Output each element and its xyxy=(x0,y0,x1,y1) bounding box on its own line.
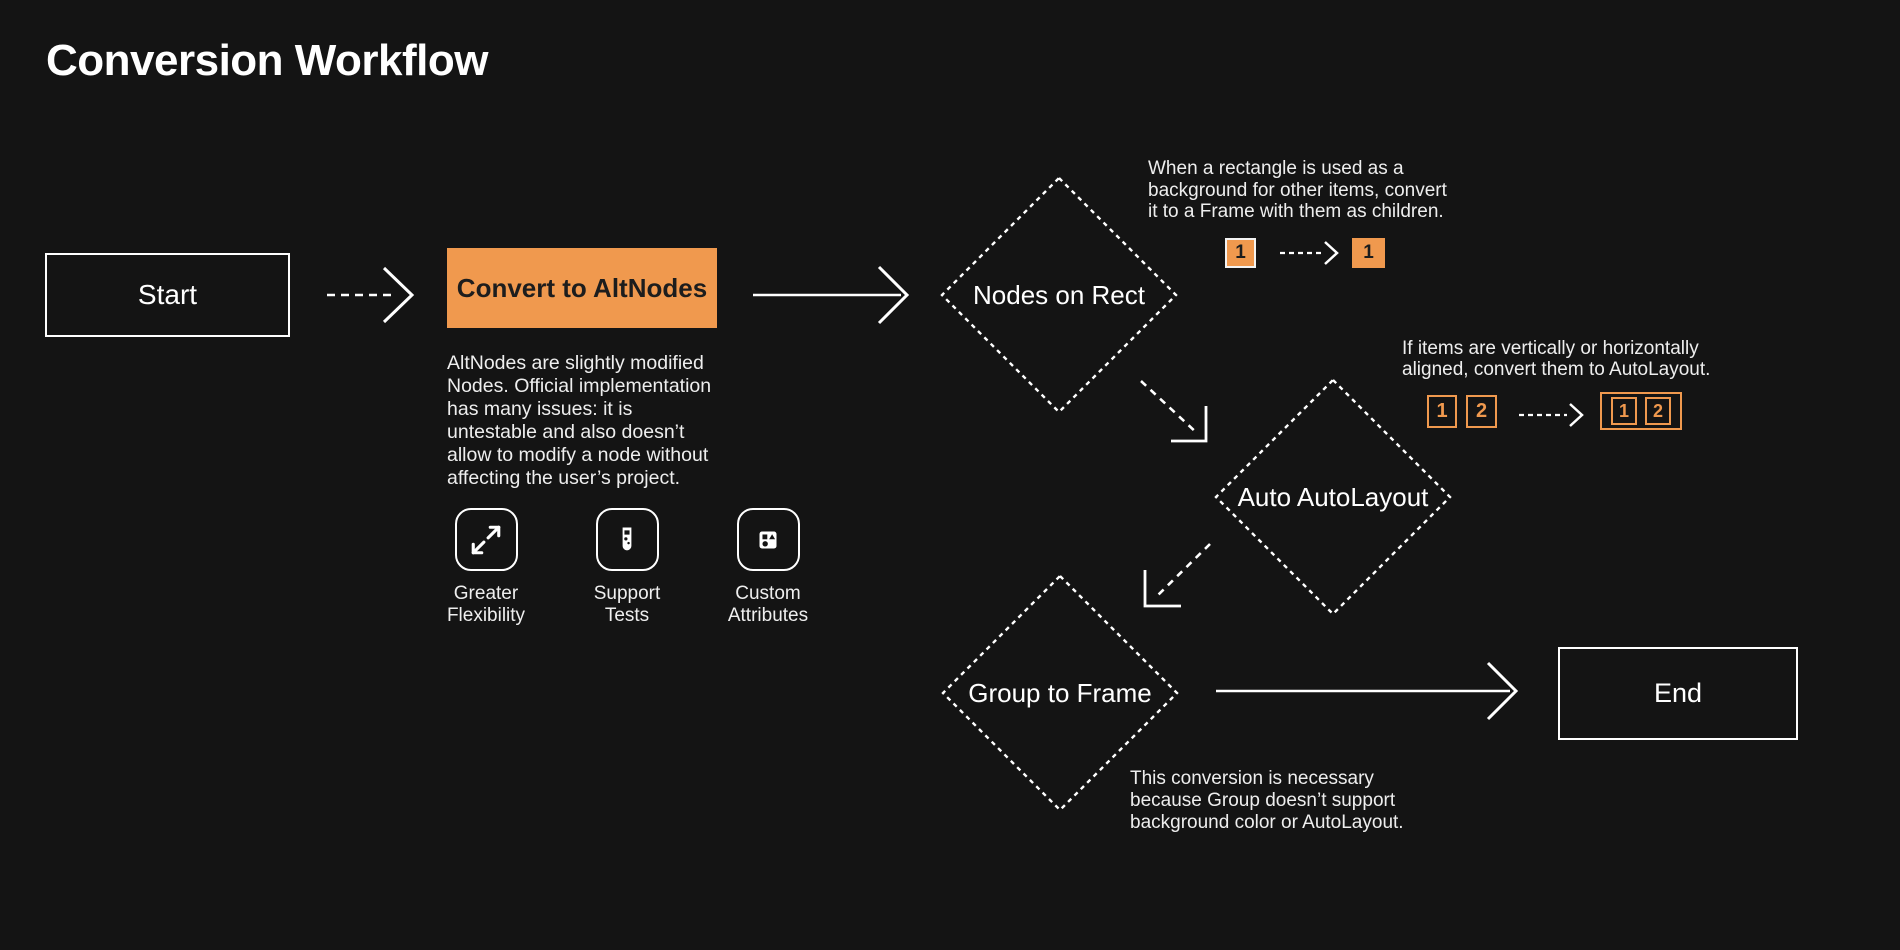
auto-autolayout-note: If items are vertically or horizontally … xyxy=(1402,338,1711,380)
autolayout-example-child-1: 1 xyxy=(1611,397,1637,425)
feature-label: Custom Attributes xyxy=(727,583,809,626)
autolayout-example-child-2: 2 xyxy=(1645,397,1671,425)
auto-autolayout-node[interactable]: Auto AutoLayout xyxy=(1237,482,1429,512)
altnodes-description: AltNodes are slightly modified Nodes. Of… xyxy=(447,352,712,489)
altnodes-feature-list: Greater Flexibility Support Tests xyxy=(431,508,823,627)
autolayout-example-item-2: 2 xyxy=(1466,395,1497,428)
autolayout-example-item-1: 1 xyxy=(1427,395,1457,428)
arrow-nodes-on-rect-to-auto-autolayout xyxy=(1140,380,1208,443)
convert-to-altnodes-node[interactable]: Convert to AltNodes xyxy=(447,248,717,328)
nodes-on-rect-node[interactable]: Nodes on Rect xyxy=(973,280,1145,310)
group-to-frame-note: This conversion is necessary because Gro… xyxy=(1130,768,1404,833)
feature-greater-flexibility: Greater Flexibility xyxy=(431,508,541,627)
end-node[interactable]: End xyxy=(1558,647,1798,740)
arrow-rect-example xyxy=(1280,241,1339,265)
rect-example-after-box: 1 xyxy=(1352,238,1385,268)
feature-label: Greater Flexibility xyxy=(446,583,526,626)
rect-example-before-box: 1 xyxy=(1225,238,1256,268)
autolayout-example-container: 1 2 xyxy=(1600,392,1682,430)
shapes-icon xyxy=(736,508,800,571)
arrow-convert-to-nodes-on-rect xyxy=(753,265,910,325)
feature-support-tests: Support Tests xyxy=(572,508,682,627)
test-tube-icon xyxy=(595,508,659,571)
feature-label: Support Tests xyxy=(593,583,661,626)
arrow-start-to-convert xyxy=(327,266,415,324)
arrow-autolayout-example xyxy=(1519,403,1584,427)
feature-custom-attributes: Custom Attributes xyxy=(713,508,823,627)
start-node[interactable]: Start xyxy=(45,253,290,337)
start-node-label: Start xyxy=(137,279,198,310)
arrow-auto-autolayout-to-group-to-frame xyxy=(1143,543,1211,608)
expand-arrows-icon xyxy=(454,508,518,571)
page-title: Conversion Workflow xyxy=(46,36,488,85)
arrow-group-to-frame-to-end xyxy=(1216,661,1519,721)
end-node-label: End xyxy=(1653,678,1703,708)
group-to-frame-node[interactable]: Group to Frame xyxy=(968,678,1152,708)
convert-node-label: Convert to AltNodes xyxy=(456,272,708,303)
nodes-on-rect-note: When a rectangle is used as a background… xyxy=(1148,158,1447,222)
